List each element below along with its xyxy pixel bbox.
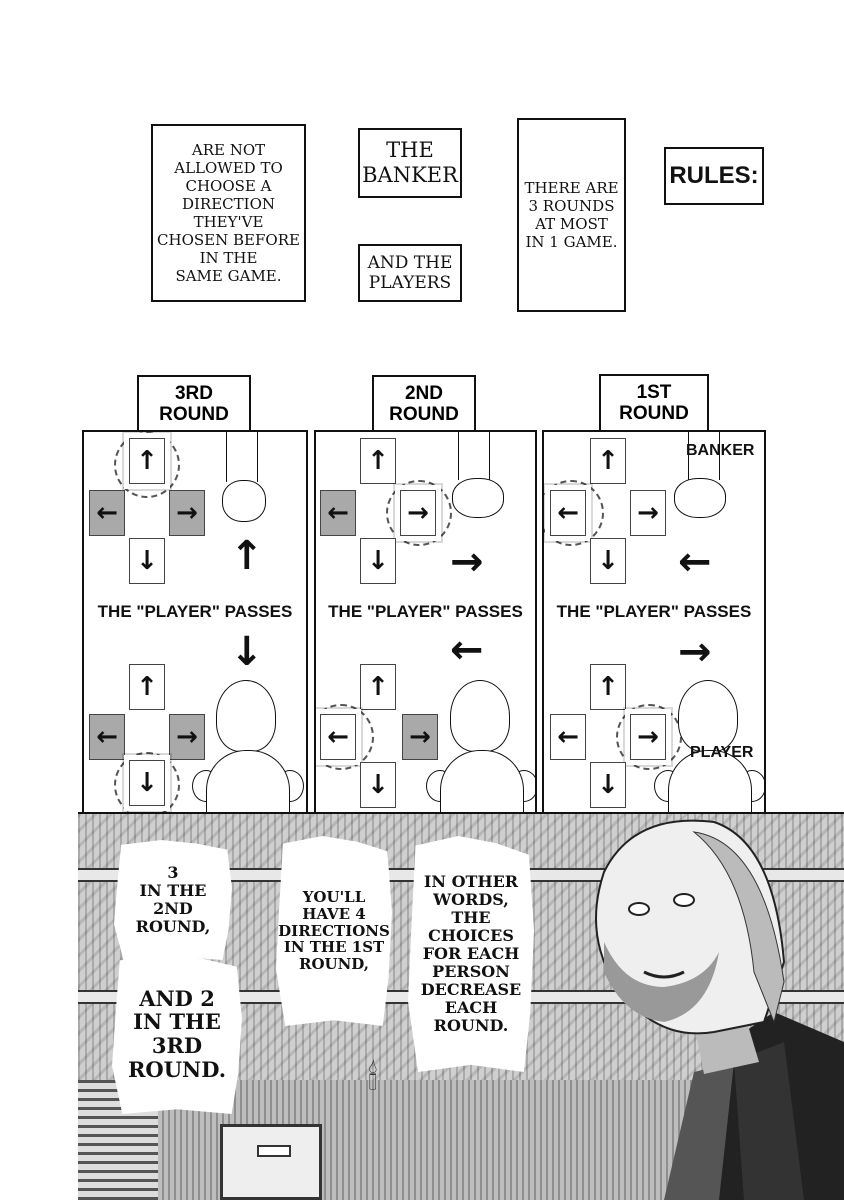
direction-up: ↑ — [590, 664, 626, 710]
speech-bubble-summary: IN OTHER WORDS, THE CHOICES FOR EACH PER… — [408, 836, 534, 1072]
arrow-left-icon: ← — [678, 539, 712, 585]
direction-down: ↓ — [590, 538, 626, 584]
caption-rules: RULES: — [664, 147, 764, 205]
player-head-icon — [450, 680, 510, 752]
round-tab-2nd: 2ND ROUND — [372, 375, 476, 432]
passes-label: THE "PLAYER" PASSES — [328, 602, 523, 621]
caption-not-allowed: ARE NOT ALLOWED TO CHOOSE A DIRECTION TH… — [151, 124, 306, 302]
direction-down: ↓ — [129, 538, 165, 584]
player-label: PLAYER — [690, 744, 754, 761]
panel-2nd-round: ↑ ← → ↓ → THE "PLAYER" PASSES ← ↑ ← → ↓ — [314, 430, 537, 828]
highlight-rays — [544, 480, 604, 546]
banker-fist-icon — [222, 480, 266, 522]
direction-up: ↑ — [129, 664, 165, 710]
banker-label: BANKER — [686, 442, 755, 459]
direction-left-used: ← — [320, 490, 356, 536]
banker-arm — [226, 432, 258, 482]
direction-down: ↓ — [590, 762, 626, 808]
caption-text: ARE NOT ALLOWED TO CHOOSE A DIRECTION TH… — [157, 141, 300, 285]
arrow-left-icon: ← — [450, 627, 484, 673]
speech-bubble-1st-round: YOU'LL HAVE 4 DIRECTIONS IN THE 1ST ROUN… — [276, 836, 392, 1026]
highlight-rays — [114, 432, 180, 498]
player-head-icon — [216, 680, 276, 752]
caption-text: THE BANKER — [362, 137, 458, 187]
banker-pointing-hand-icon — [452, 478, 504, 518]
arrow-up-icon: ↑ — [230, 533, 264, 579]
panel-3rd-round: ↑ ← → ↓ ↑ THE "PLAYER" PASSES ↓ ↑ ← → ↓ — [82, 430, 308, 828]
passes-label: THE "PLAYER" PASSES — [97, 602, 293, 621]
cabinet-handle — [257, 1145, 291, 1157]
speech-bubble-3rd-round: AND 2 IN THE 3RD ROUND. — [112, 954, 242, 1114]
direction-up: ↑ — [360, 664, 396, 710]
direction-up-selected: ↑ — [129, 438, 165, 484]
caption-rounds-limit: THERE ARE 3 ROUNDS AT MOST IN 1 GAME. — [517, 118, 626, 312]
banker-arm — [458, 432, 490, 480]
arrow-down-icon: ↓ — [230, 629, 264, 675]
direction-down-selected: ↓ — [129, 760, 165, 806]
direction-down: ↓ — [360, 538, 396, 584]
caption-and-the-players: AND THE PLAYERS — [358, 244, 462, 302]
direction-up: ↑ — [590, 438, 626, 484]
speech-bubble-2nd-round: 3 IN THE 2ND ROUND, — [114, 840, 232, 960]
chandelier-icon: 🕯 — [368, 1058, 378, 1098]
banker-pointing-hand-icon — [674, 478, 726, 518]
banker-arm — [688, 432, 720, 480]
direction-right: → — [630, 490, 666, 536]
direction-up: ↑ — [360, 438, 396, 484]
direction-down: ↓ — [360, 762, 396, 808]
passes-label: THE "PLAYER" PASSES — [556, 602, 752, 621]
direction-left-selected: ← — [550, 490, 586, 536]
scene-panel: 🕯 🕯 3 IN THE 2ND ROUND, AND 2 IN THE 3RD… — [78, 812, 844, 1200]
direction-right-used: → — [169, 714, 205, 760]
round-tab-1st: 1ST ROUND — [599, 374, 709, 431]
arrow-right-icon: → — [450, 539, 484, 585]
direction-right-selected: → — [630, 714, 666, 760]
direction-right-selected: → — [400, 490, 436, 536]
direction-left-selected: ← — [320, 714, 356, 760]
arrow-right-icon: → — [678, 629, 712, 675]
banker-character-illustration — [595, 819, 844, 1200]
caption-text: THERE ARE 3 ROUNDS AT MOST IN 1 GAME. — [524, 179, 619, 251]
direction-left-used: ← — [89, 490, 125, 536]
highlight-rays — [316, 704, 374, 770]
caption-the-banker: THE BANKER — [358, 128, 462, 198]
highlight-rays — [386, 480, 452, 546]
cabinet — [220, 1124, 322, 1200]
direction-left-used: ← — [89, 714, 125, 760]
caption-text: AND THE PLAYERS — [367, 252, 453, 293]
direction-right-used: → — [402, 714, 438, 760]
caption-text: RULES: — [669, 161, 759, 189]
round-tab-3rd: 3RD ROUND — [137, 375, 251, 432]
direction-left: ← — [550, 714, 586, 760]
player-head-icon — [678, 680, 738, 752]
direction-right-used: → — [169, 490, 205, 536]
panel-1st-round: ↑ ← → ↓ BANKER ← THE "PLAYER" PASSES → ↑… — [542, 430, 766, 828]
